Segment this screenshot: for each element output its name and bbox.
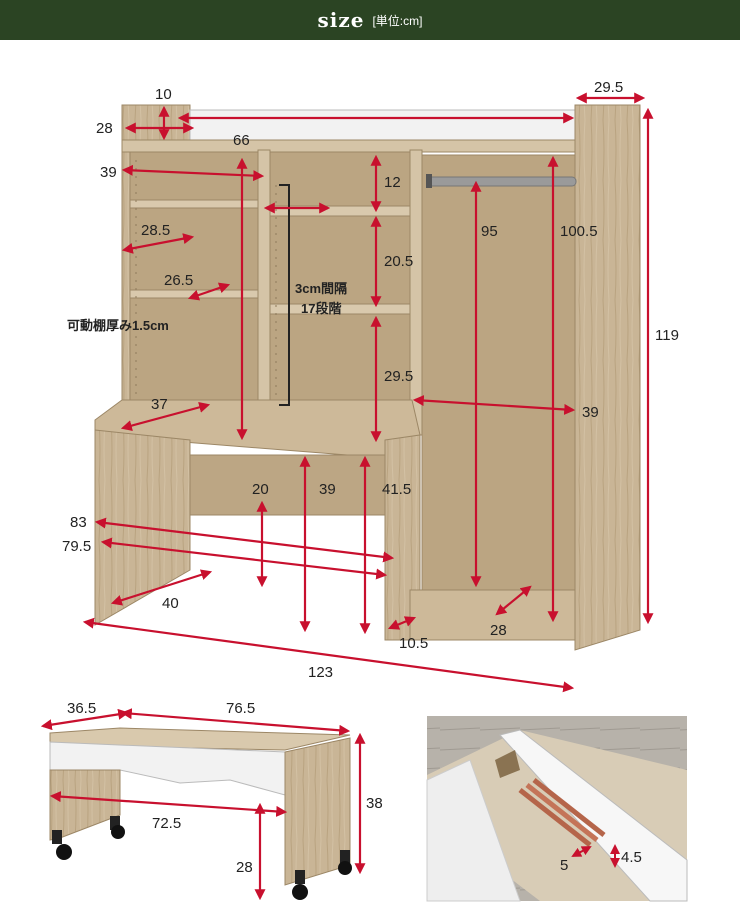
unit-label: [単位:cm] <box>372 13 423 28</box>
dim-26-5: 26.5 <box>164 272 193 289</box>
dim-76-5: 76.5 <box>226 700 255 717</box>
dim-95: 95 <box>481 223 498 240</box>
dim-41-5: 41.5 <box>382 481 411 498</box>
dim-38: 38 <box>366 795 383 812</box>
tray-dimension-arrows <box>571 844 620 868</box>
dim-12: 12 <box>384 174 401 191</box>
dim-28-bottom: 28 <box>490 622 507 639</box>
dim-28-5: 28.5 <box>141 222 170 239</box>
dim-66: 66 <box>233 132 250 149</box>
dim-29-5-shelf: 29.5 <box>384 368 413 385</box>
main-dimension-arrows <box>82 92 654 693</box>
dim-72-5: 72.5 <box>152 815 181 832</box>
dim-20-5: 20.5 <box>384 253 413 270</box>
wagon-dimension-labels: 36.5 76.5 38 72.5 28 <box>67 700 383 876</box>
dim-100-5: 100.5 <box>560 223 598 240</box>
dim-5: 5 <box>560 857 568 874</box>
dim-40: 40 <box>162 595 179 612</box>
dim-39-shelf: 39 <box>100 164 117 181</box>
note-3cm-pitch: 3cm間隔 <box>295 281 347 296</box>
size-title: size <box>317 8 365 32</box>
dim-29-5-top: 29.5 <box>594 79 623 96</box>
note-17-steps: 17段階 <box>301 301 341 316</box>
wagon-dimension-arrows <box>40 708 366 901</box>
tray-dimension-labels: 5 4.5 <box>560 849 642 874</box>
main-dimension-labels: 10 29.5 28 66 39 12 28.5 95 100.5 20.5 2… <box>62 79 679 681</box>
main-cabinet <box>94 104 641 651</box>
dim-36-5: 36.5 <box>67 700 96 717</box>
dim-10: 10 <box>155 86 172 103</box>
size-header: size [単位:cm] <box>0 0 740 40</box>
dim-119: 119 <box>655 327 679 344</box>
dim-37: 37 <box>151 396 168 413</box>
dim-20: 20 <box>252 481 269 498</box>
dim-123: 123 <box>308 664 333 681</box>
dim-39-desk: 39 <box>319 481 336 498</box>
dim-83: 83 <box>70 514 87 531</box>
wagon-drawing <box>49 727 352 900</box>
tray-photo <box>426 716 688 902</box>
note-movable-shelf: 可動棚厚み1.5cm <box>67 318 169 333</box>
dim-79-5: 79.5 <box>62 538 91 555</box>
dim-28-top: 28 <box>96 120 113 137</box>
dim-10-5: 10.5 <box>399 635 428 652</box>
dim-39-wardrobe: 39 <box>582 404 599 421</box>
dim-4-5: 4.5 <box>621 849 642 866</box>
dim-28-wagon: 28 <box>236 859 253 876</box>
